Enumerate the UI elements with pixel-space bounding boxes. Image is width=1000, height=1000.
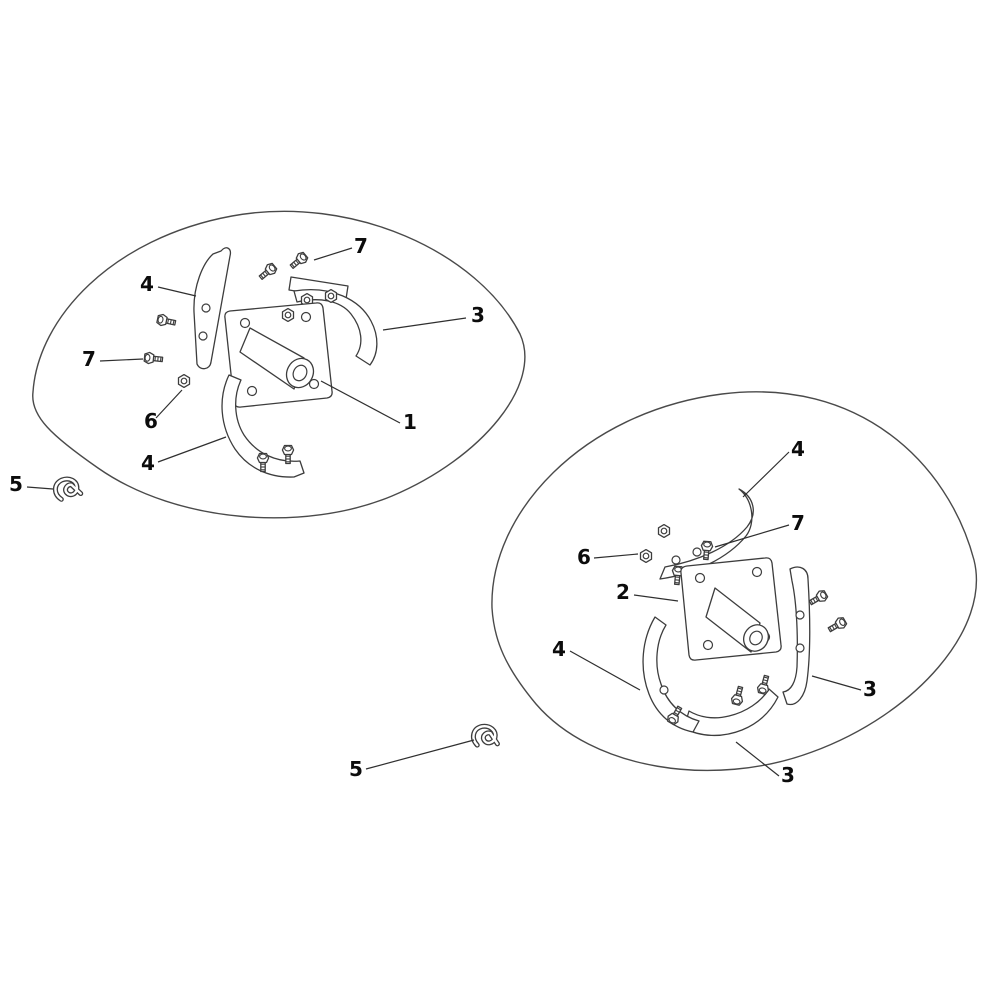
- callout-label: 4: [141, 451, 155, 475]
- leader-line: [569, 650, 641, 691]
- callout-label: 7: [791, 511, 805, 535]
- callout-4-right-left: 4: [552, 637, 641, 691]
- right-hairpin-clip: [473, 725, 499, 747]
- left-callouts: 7 4 3 7 6 1 4: [9, 234, 485, 496]
- right-hub-assembly: [680, 557, 782, 661]
- hex-nut: [639, 548, 653, 564]
- right-assembly: [639, 488, 849, 737]
- leader-line: [320, 380, 401, 424]
- leader-line: [382, 317, 467, 331]
- callout-4-left-upper: 4: [140, 272, 197, 297]
- callout-label: 3: [471, 303, 485, 327]
- hex-nut: [281, 307, 295, 323]
- leader-line: [593, 553, 639, 559]
- left-tine-upper: [193, 247, 232, 370]
- callout-label: 4: [140, 272, 154, 296]
- callout-label: 4: [552, 637, 566, 661]
- callout-label: 5: [349, 757, 363, 781]
- left-hub-assembly: [224, 302, 333, 408]
- leader-line: [811, 675, 862, 691]
- callout-label: 7: [82, 347, 96, 371]
- callout-7-left-side: 7: [82, 347, 144, 371]
- hex-nut: [177, 373, 191, 389]
- callout-6-right: 6: [577, 545, 639, 569]
- hex-bolt: [729, 684, 747, 707]
- hex-bolt: [143, 351, 164, 366]
- callout-6-left: 6: [144, 389, 183, 433]
- callout-7-left-top: 7: [313, 234, 368, 261]
- callout-label: 2: [616, 580, 630, 604]
- right-tine-right: [782, 566, 811, 706]
- leader-line: [313, 247, 353, 261]
- leader-line: [735, 741, 780, 777]
- callout-label: 5: [9, 472, 23, 496]
- callout-3-right-bottom: 3: [735, 741, 795, 787]
- leader-line: [26, 486, 54, 490]
- leader-line: [633, 594, 679, 602]
- left-tine-lower: [221, 374, 305, 478]
- callout-label: 4: [791, 437, 805, 461]
- callout-4-right-top: 4: [742, 437, 805, 498]
- callout-2-hub: 2: [616, 580, 679, 604]
- callout-label: 1: [403, 410, 417, 434]
- hex-nut: [657, 523, 671, 539]
- callout-7-right: 7: [714, 511, 805, 548]
- callout-label: 6: [577, 545, 591, 569]
- left-assembly-balloon: [32, 210, 526, 519]
- callout-label: 6: [144, 409, 158, 433]
- leader-line: [365, 739, 475, 770]
- leader-line: [99, 358, 144, 362]
- right-tine-bottom: [683, 673, 779, 737]
- callout-1-hub: 1: [320, 380, 417, 434]
- leader-line: [157, 286, 197, 297]
- hex-bolt: [287, 250, 310, 272]
- callout-label: 7: [354, 234, 368, 258]
- left-assembly: [143, 247, 378, 478]
- leader-line: [714, 524, 790, 548]
- callout-5-left: 5: [9, 472, 54, 496]
- right-callouts: 4 7 6 2 4 3 5: [349, 437, 877, 787]
- hex-bolt: [155, 312, 178, 329]
- hex-bolt: [806, 588, 830, 609]
- callout-4-left-lower: 4: [141, 436, 227, 475]
- hex-bolt: [256, 261, 279, 283]
- left-tine-right: [288, 276, 378, 366]
- left-hairpin-clip: [54, 477, 81, 500]
- leader-line: [157, 436, 227, 463]
- right-tine-top: [659, 488, 754, 580]
- hex-nut: [324, 288, 338, 304]
- callout-label: 3: [781, 763, 795, 787]
- callout-label: 3: [863, 677, 877, 701]
- leader-line: [155, 389, 183, 419]
- callout-3-right-side: 3: [811, 675, 877, 701]
- leader-line: [742, 451, 790, 498]
- callout-3-left: 3: [382, 303, 485, 331]
- hex-bolt: [825, 615, 849, 636]
- right-assembly-balloon: [491, 391, 978, 772]
- callout-5-right: 5: [349, 739, 475, 781]
- right-tine-left: [642, 616, 700, 733]
